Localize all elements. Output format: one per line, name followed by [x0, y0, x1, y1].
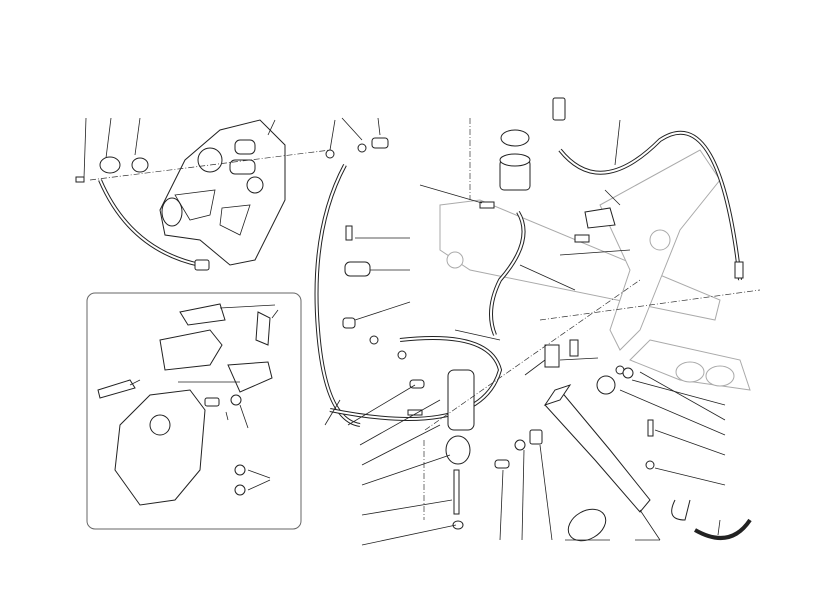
brake-pedal-lever — [494, 339, 655, 542]
bracket — [584, 207, 616, 229]
brake-fluid-reservoir — [479, 129, 531, 336]
hose-to-master-cylinder — [329, 336, 503, 421]
banjo-bolt — [342, 317, 356, 329]
switch — [544, 344, 560, 368]
leader-lines — [83, 117, 726, 546]
cable-tie — [671, 499, 691, 521]
union-fitting — [344, 261, 371, 277]
washer — [397, 350, 407, 360]
screw — [574, 234, 590, 243]
brake-sensor-cable — [75, 156, 210, 271]
screw — [479, 201, 495, 209]
rear-master-cylinder — [407, 369, 475, 530]
brake-pad — [227, 361, 273, 393]
frame-bracket — [439, 149, 751, 391]
cable-tie — [694, 518, 752, 540]
brake-pads-inset — [86, 292, 302, 530]
rear-brake-caliper — [159, 119, 286, 266]
caliper — [114, 389, 206, 506]
clip — [569, 339, 579, 357]
pad-spring — [255, 311, 271, 346]
pad-shim — [179, 303, 226, 326]
pad-pin-clip — [97, 379, 136, 399]
washer — [369, 335, 379, 345]
brake-pad — [159, 329, 223, 371]
screw — [345, 225, 353, 241]
stop-light-switch-cable — [552, 97, 744, 281]
brake-hose — [314, 137, 389, 427]
